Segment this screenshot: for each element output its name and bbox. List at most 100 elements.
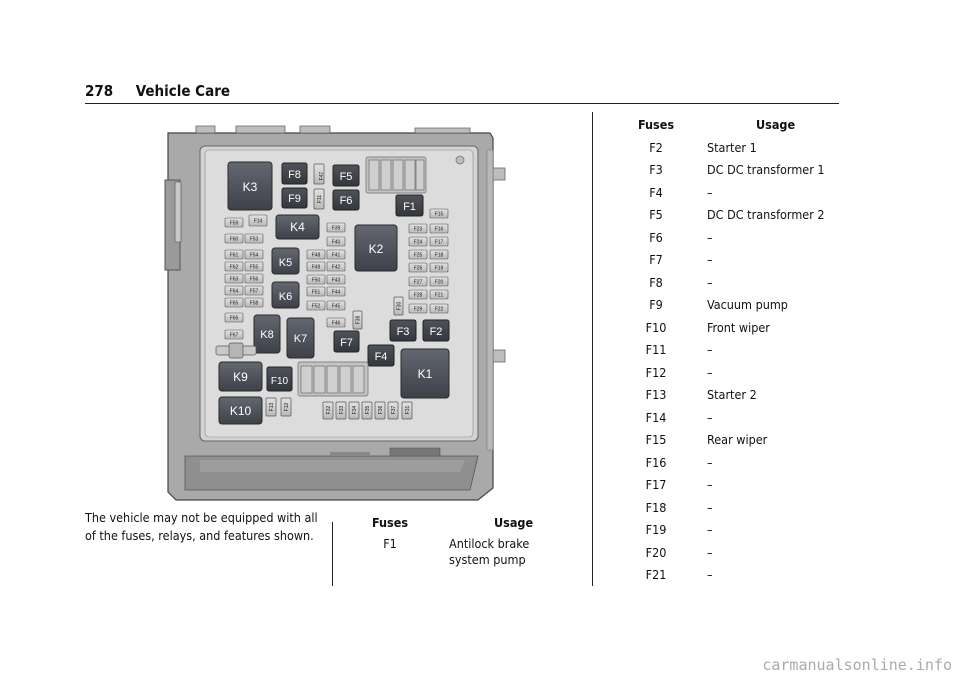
page-header: 278 Vehicle Care [85, 82, 230, 100]
diagram-label: F2 [430, 326, 443, 338]
diagram-label: F32 [326, 405, 332, 414]
diagram-label: F3 [397, 326, 410, 338]
diagram-label: F38 [356, 315, 362, 324]
fuse-usage: Vacuum pump [707, 297, 788, 312]
fuse-id: F11 [645, 342, 667, 357]
diagram-label: F29 [414, 307, 423, 313]
diagram-label: F44 [332, 290, 341, 296]
diagram-label: F19 [435, 266, 444, 272]
fuse-id: F19 [645, 522, 667, 537]
usage-header: Usage [756, 117, 796, 132]
diagram-label: F1 [403, 201, 416, 213]
fuse-id: F12 [645, 364, 667, 380]
diagram-label: F25 [414, 253, 423, 259]
fuse-id: F2 [649, 139, 663, 155]
fuse-usage: DC DC transformer 1 [707, 162, 825, 177]
relay-sockets [365, 156, 427, 194]
fuse-id: F15 [645, 432, 667, 447]
diagram-label: F63 [230, 277, 239, 283]
fuse-usage: Antilock brake system pump [449, 536, 530, 567]
diagram-label: F8 [288, 169, 301, 181]
fuse-usage: – [707, 477, 713, 492]
diagram-label: F40 [332, 240, 341, 246]
diagram-label: F67 [230, 333, 239, 339]
fuse-usage: – [707, 364, 713, 380]
diagram-label: F62 [230, 265, 239, 271]
center-mini-fuses: F39 F40 F48 F41 F49 F42 F50 F43 F51 F44 … [306, 222, 346, 328]
diagram-label: F18 [435, 253, 444, 259]
diagram-label: F43 [332, 278, 341, 284]
diagram-label: F54 [250, 253, 259, 259]
section-title: Vehicle Care [135, 82, 231, 100]
fuse-id: F20 [645, 544, 667, 560]
fuse-id: F14 [645, 409, 667, 425]
fuse-id: F16 [645, 454, 667, 470]
diagram-label: F9 [288, 193, 301, 205]
diagram-label: F23 [414, 227, 423, 233]
watermark-text[interactable]: carmanualsonline.info [762, 656, 952, 674]
diagram-label: F26 [414, 266, 423, 272]
diagram-label: F35 [365, 405, 371, 414]
diagram-label: F51 [312, 290, 321, 296]
diagram-label: F42 [332, 265, 341, 271]
diagram-label: F17 [435, 240, 444, 246]
fuse-usage: – [707, 252, 713, 267]
fuse-table-left: Fuses Usage F1 Antilock brake system pum… [370, 515, 570, 575]
fuses-header: Fuses [371, 515, 409, 530]
diagram-label: K6 [279, 291, 292, 303]
diagram-label: F46 [332, 321, 341, 327]
diagram-label: F45 [332, 304, 341, 310]
fuse-id: F13 [645, 387, 667, 402]
diagram-label: F15 [435, 212, 444, 218]
diagram-label: F50 [312, 278, 321, 284]
relay-group: K3 K4 K2 K5 K6 K8 K7 K1 K9 K10 [218, 161, 450, 425]
fuse-id: F8 [649, 274, 663, 290]
diagram-label: F53 [250, 237, 259, 243]
diagram-label: F24 [414, 240, 423, 246]
diagram-label: K9 [233, 370, 248, 384]
equipment-note: The vehicle may not be equipped with all… [85, 510, 318, 543]
fuse-id: F7 [649, 252, 663, 267]
fuse-id: F5 [649, 207, 663, 222]
fuse-usage: – [707, 229, 713, 245]
fuse-id: F10 [645, 319, 667, 335]
fuse-usage: Front wiper [707, 319, 770, 335]
fuse-usage: – [707, 274, 713, 290]
fuse-id: F1 [383, 536, 397, 551]
vertical-mini-fuses: F47 F11 F38 F30 F13 F12 [265, 163, 404, 417]
diagram-label: K10 [230, 404, 252, 418]
diagram-label: F52 [312, 304, 321, 310]
usage-header: Usage [494, 515, 534, 530]
diagram-label: F31 [405, 405, 411, 414]
fuse-usage: – [707, 342, 713, 357]
diagram-label: F11 [317, 195, 323, 203]
diagram-label: F37 [391, 405, 397, 414]
fuse-id: F6 [649, 229, 663, 245]
fuse-id: F9 [649, 297, 663, 312]
diagram-label: F59 [230, 221, 239, 227]
fuse-usage: DC DC transformer 2 [707, 207, 825, 222]
diagram-label: F16 [435, 227, 444, 233]
fuse-usage: Starter 2 [707, 387, 757, 402]
diagram-label: F33 [339, 405, 345, 414]
diagram-label: F57 [250, 289, 259, 295]
diagram-label: K3 [243, 180, 258, 194]
fuse-block-diagram: K3 K4 K2 K5 K6 K8 K7 K1 K9 K10 F8 F9 F5 … [164, 125, 506, 501]
diagram-label: K4 [290, 220, 305, 234]
diagram-label: K7 [294, 333, 307, 345]
fuse-id: F4 [649, 184, 663, 200]
fuse-puller [215, 342, 257, 359]
diagram-label: F47 [319, 171, 325, 180]
diagram-label: F34 [352, 405, 358, 414]
left-mini-fuses: F59 F14 F60 F53 F61 F54 F62 F55 F63 F56 … [224, 214, 268, 340]
fuse-usage: Rear wiper [707, 432, 768, 447]
diagram-label: F66 [230, 316, 239, 322]
fuse-usage: – [707, 499, 713, 515]
right-mini-fuses: F15 F23 F16 F24 F17 F25 F18 F26 F19 F27 … [408, 208, 449, 314]
diagram-label: F58 [250, 301, 259, 307]
fuse-id: F18 [645, 499, 667, 515]
diagram-label: F30 [397, 301, 403, 310]
diagram-label: F61 [230, 253, 239, 259]
diagram-label: F12 [284, 402, 290, 411]
